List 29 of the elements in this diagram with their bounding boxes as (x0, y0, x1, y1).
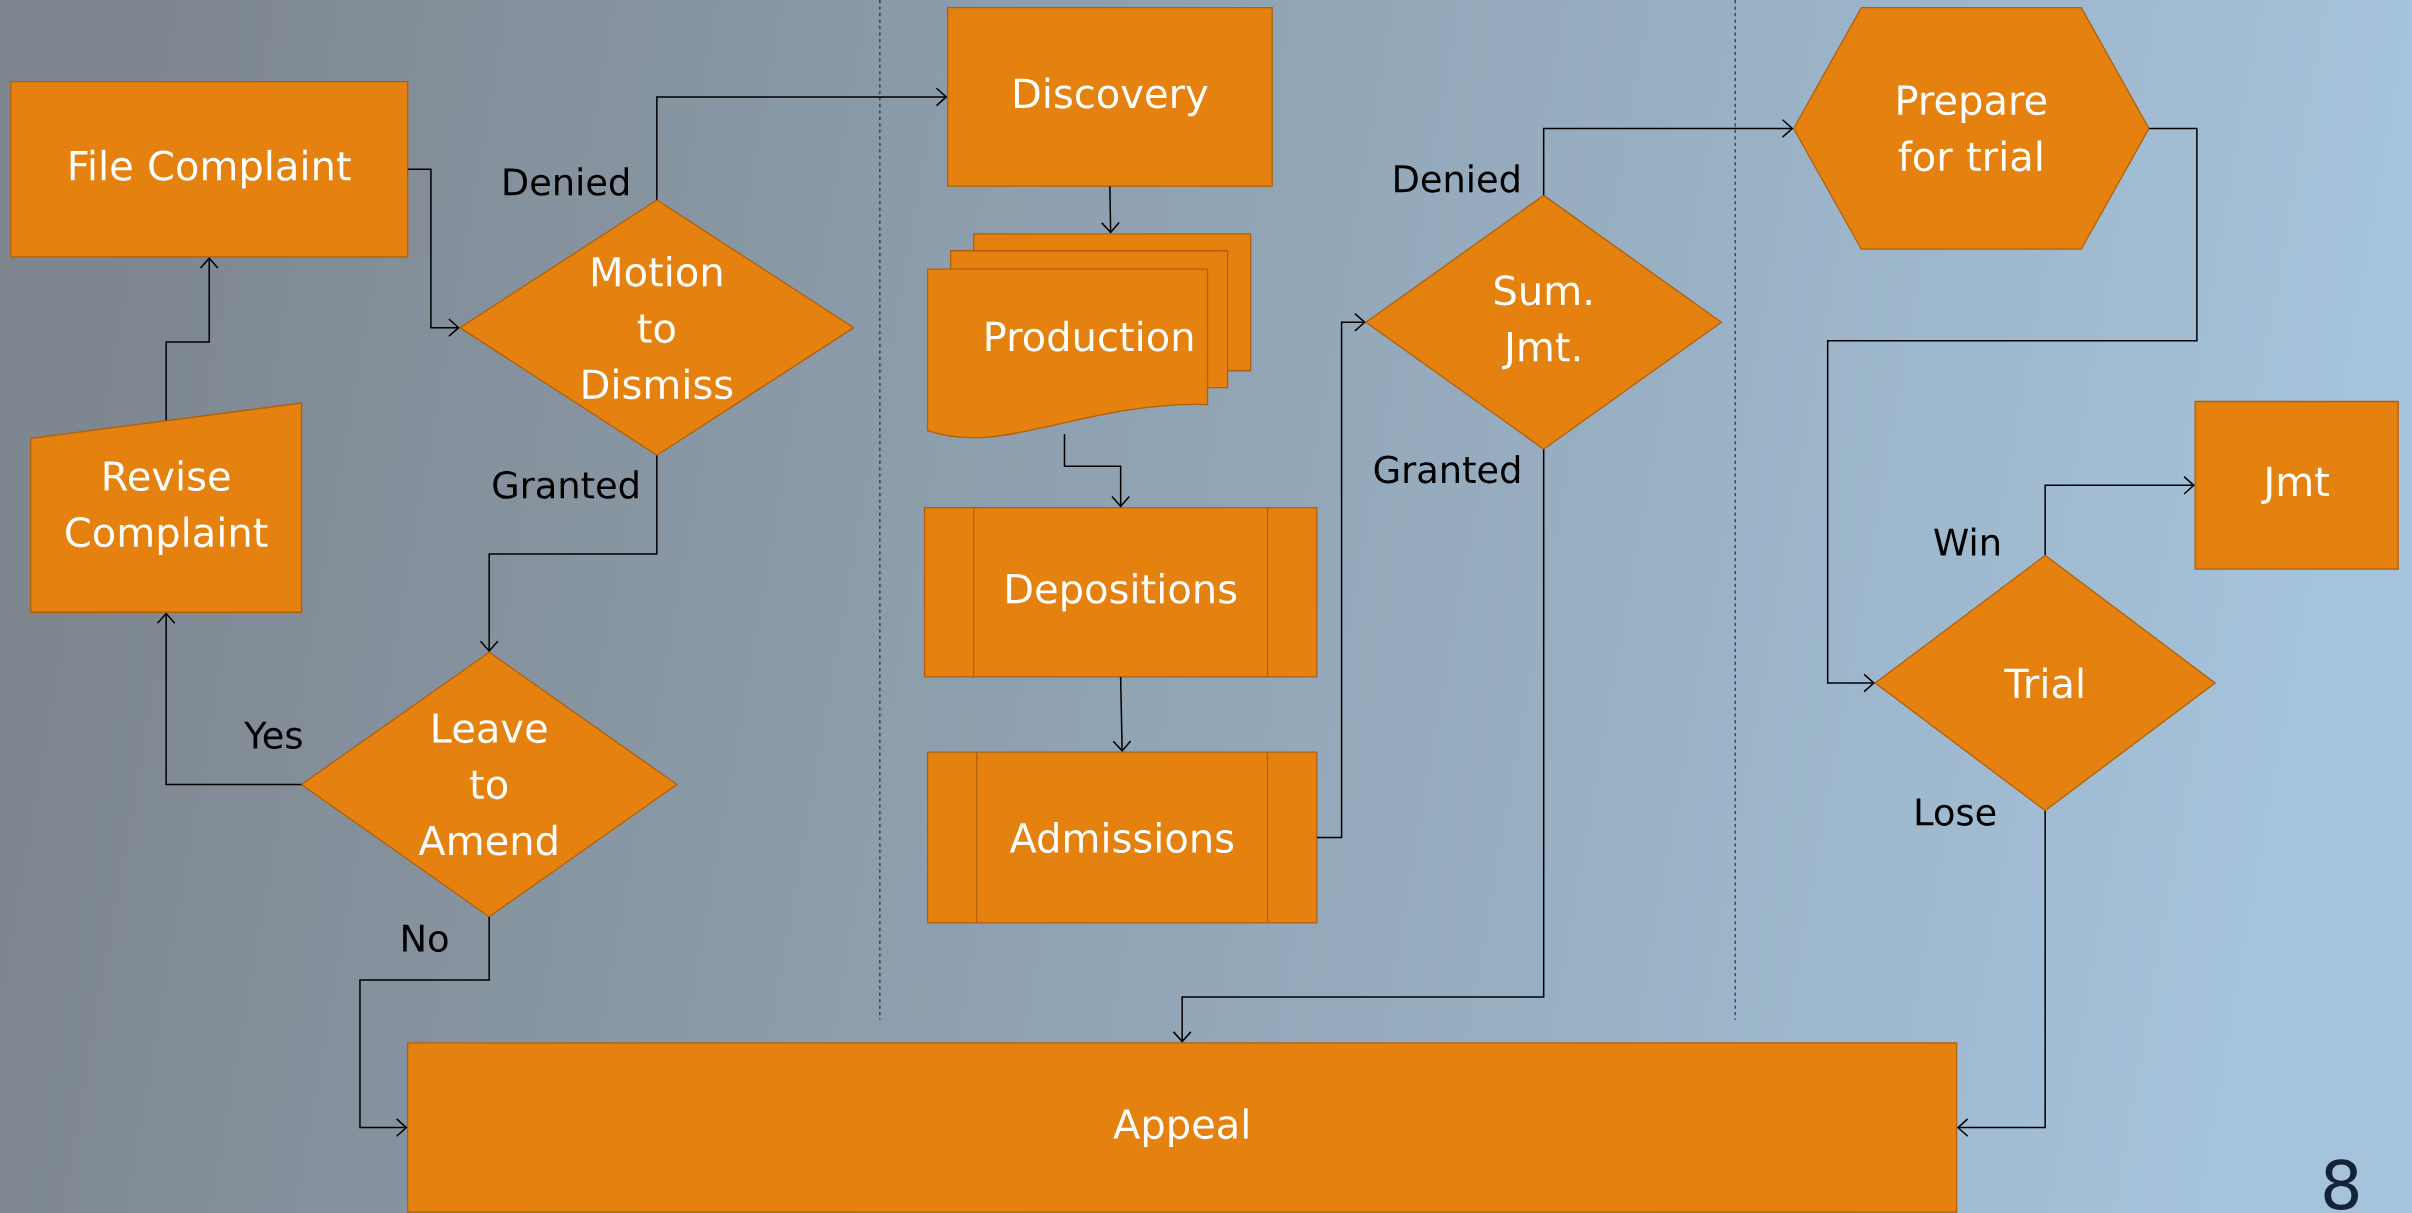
edge-label: Granted (493, 470, 638, 499)
process-box: Jmt (2194, 400, 2399, 570)
arrow (1063, 433, 1131, 508)
arrow (1172, 448, 1545, 1043)
arrow (1956, 810, 2046, 1137)
process-box: Discovery (946, 7, 1273, 187)
arrow (2044, 475, 2195, 556)
page-number: 8 (2324, 1159, 2358, 1211)
edge-label: Granted (1374, 455, 1520, 484)
arrow (656, 87, 948, 201)
edge-label: No (403, 924, 448, 953)
arrow (165, 257, 219, 422)
arrow (479, 454, 658, 653)
arrow (359, 916, 490, 1137)
predefined-process-box: Admissions (926, 751, 1318, 924)
arrow (1826, 127, 2198, 693)
arrow (1316, 312, 1366, 839)
arrow (1112, 676, 1132, 753)
edge-label: Denied (1395, 164, 1519, 193)
edge-label: Win (1934, 527, 1999, 556)
edge-label: Yes (244, 721, 302, 749)
arrow (156, 612, 303, 786)
process-box: Appeal (407, 1042, 1958, 1213)
edge-label: Denied (504, 167, 628, 196)
process-box: File Complaint (10, 80, 409, 258)
arrow (1101, 185, 1120, 234)
arrow (407, 168, 460, 338)
arrow (1542, 119, 1794, 196)
predefined-process-box: Depositions (923, 507, 1318, 678)
